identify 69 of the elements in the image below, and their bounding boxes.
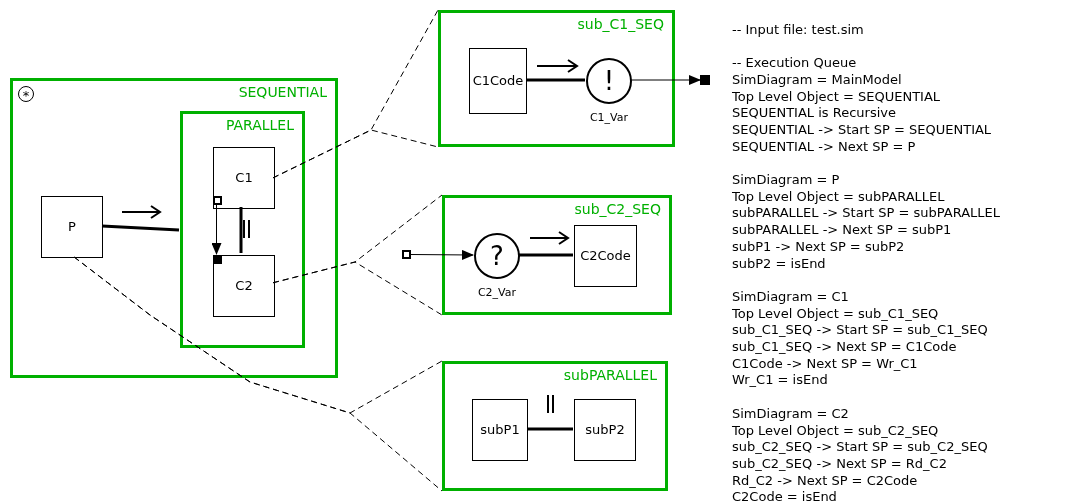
group-title: subPARALLEL	[563, 368, 657, 382]
trace-line: sub_C2_SEQ -> Start SP = sub_C2_SEQ	[732, 440, 988, 454]
group-box	[10, 78, 338, 378]
symbol-text: ?	[490, 243, 504, 269]
filled-port-square	[700, 75, 710, 85]
process-box	[213, 255, 275, 317]
trace-line: subP1 -> Next SP = subP2	[732, 239, 905, 253]
arrow	[630, 75, 701, 85]
trace-line: C2Code = isEnd	[732, 490, 837, 503]
zoom-line	[272, 261, 443, 316]
trace-line: SEQUENTIAL is Recursive	[732, 106, 896, 120]
variable-label: C2_Var	[477, 287, 517, 298]
group-box	[180, 111, 305, 348]
group-box	[442, 361, 668, 491]
node-label: C1	[235, 169, 253, 188]
trace-line: subPARALLEL -> Start SP = subPARALLEL	[732, 206, 1000, 220]
trace-line: sub_C1_SEQ -> Start SP = sub_C1_SEQ	[732, 323, 988, 337]
trace-line: Top Level Object = subPARALLEL	[732, 189, 945, 203]
connector-line	[239, 207, 243, 253]
variable-label: C1_Var	[589, 112, 629, 123]
trace-line: sub_C2_SEQ -> Next SP = Rd_C2	[732, 456, 947, 470]
connector-line	[101, 224, 180, 232]
trace-line: SEQUENTIAL -> Start SP = SEQUENTIAL	[732, 122, 992, 136]
trace-line: -- Execution Queue	[732, 56, 857, 70]
trace-line: Top Level Object = sub_C1_SEQ	[732, 306, 939, 320]
node-label: C2	[235, 277, 253, 296]
process-box	[41, 196, 103, 258]
trace-line: subPARALLEL -> Next SP = subP1	[732, 223, 952, 237]
node-label: subP2	[585, 421, 625, 440]
group-title: sub_C1_SEQ	[577, 17, 664, 31]
trace-line: Wr_C1 = isEnd	[732, 373, 828, 387]
trace-line: sub_C1_SEQ -> Next SP = C1Code	[732, 340, 957, 353]
trace-line: Rd_C2 -> Next SP = C2Code	[732, 473, 918, 487]
zoom-line	[272, 129, 439, 179]
trace-line: SimDiagram = C2	[732, 406, 849, 420]
group-box	[442, 195, 672, 315]
connector-line	[526, 78, 585, 82]
port-square	[402, 250, 411, 259]
node-label: subP1	[480, 421, 520, 440]
trace-line: -- Input file: test.sim	[732, 22, 864, 36]
node-label: C2Code	[580, 247, 631, 266]
port-square	[213, 196, 222, 205]
trace-line: SimDiagram = MainModel	[732, 72, 902, 86]
arrow	[410, 249, 474, 260]
node-label: C1Code	[472, 72, 524, 91]
group-title: sub_C2_SEQ	[574, 202, 661, 216]
trace-line: subP2 = isEnd	[732, 256, 826, 270]
connector-line	[519, 253, 573, 257]
trace-line: Top Level Object = sub_C2_SEQ	[732, 423, 939, 437]
node-label: P	[68, 218, 76, 237]
group-title: PARALLEL	[225, 118, 294, 132]
zoom-line	[73, 256, 443, 492]
trace-line: Top Level Object = SEQUENTIAL	[732, 89, 941, 103]
process-box	[213, 147, 275, 209]
symbol-text: !	[603, 68, 615, 94]
process-box	[574, 399, 636, 461]
process-box	[574, 225, 637, 287]
filled-port-square	[213, 255, 222, 264]
symbol-text: *	[22, 87, 30, 102]
trace-line: SimDiagram = C1	[732, 289, 849, 303]
group-title: SEQUENTIAL	[238, 85, 327, 99]
process-box	[469, 48, 527, 114]
group-box	[438, 10, 675, 147]
connector-line	[527, 427, 573, 431]
trace-line: SimDiagram = P	[732, 173, 840, 186]
process-box	[472, 399, 528, 461]
trace-line: SEQUENTIAL -> Next SP = P	[732, 139, 916, 153]
trace-line: C1Code -> Next SP = Wr_C1	[732, 356, 918, 370]
arrow	[211, 203, 222, 255]
